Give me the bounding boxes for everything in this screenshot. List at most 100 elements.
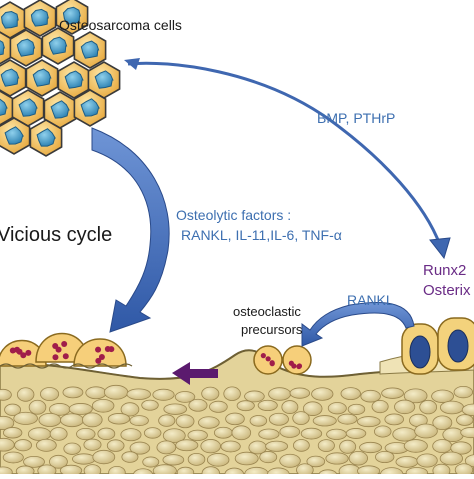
bone-pore <box>280 426 300 437</box>
bone-pore <box>104 385 128 399</box>
bone-pore <box>296 464 313 474</box>
bone-pore <box>258 400 277 410</box>
bone-pore <box>338 414 357 424</box>
bone-pore <box>107 440 124 452</box>
bone-pore <box>269 388 291 401</box>
bone-pore <box>188 430 208 440</box>
granule <box>52 354 58 360</box>
osteoclastic-precursors-label-line2: precursors <box>241 323 302 338</box>
bone-pore <box>69 403 92 414</box>
bone-pore <box>121 429 141 441</box>
bone-pore <box>153 465 176 474</box>
bone-pore <box>198 417 219 429</box>
bone-pore <box>82 413 102 427</box>
bone-pore <box>312 388 333 401</box>
bone-pore <box>93 450 115 463</box>
granule <box>297 363 302 368</box>
bone-pore <box>39 413 61 426</box>
bone-pore <box>301 428 322 439</box>
vicious-cycle-label: Vicious cycle <box>0 224 112 247</box>
bone-pore <box>290 388 310 398</box>
bone-pore <box>84 465 101 474</box>
bone-pore <box>3 452 23 463</box>
bone-pore <box>127 389 151 400</box>
bone-pore <box>176 440 198 451</box>
granule <box>270 360 275 365</box>
osteoblast-cell <box>438 318 474 370</box>
bone-pore <box>293 440 309 452</box>
bone-pore <box>209 401 227 412</box>
bone-pore <box>3 427 22 438</box>
tumor-cell <box>10 30 41 66</box>
bone-pore <box>394 400 414 414</box>
bone-pore <box>382 388 404 399</box>
bone-pore <box>259 429 279 439</box>
bone-pore <box>375 451 394 462</box>
bone-pore <box>440 401 463 414</box>
bone-pore <box>346 428 366 438</box>
bone-pore <box>188 453 205 465</box>
granule <box>52 343 58 349</box>
bone-pore <box>86 387 106 399</box>
granule <box>10 348 16 354</box>
bone-pore <box>235 452 258 465</box>
bone-pore <box>15 440 32 451</box>
bone-pore <box>163 455 184 465</box>
osteoclastic-precursor <box>254 346 282 374</box>
bone-pore <box>318 440 334 452</box>
granule <box>291 363 296 368</box>
bone-pore <box>64 443 81 454</box>
bone-pore <box>60 414 83 427</box>
bone-pore <box>232 426 251 440</box>
bone-pore <box>348 404 365 414</box>
bone-pore <box>250 416 267 427</box>
rankl-label: RANKL <box>347 292 394 308</box>
bone-pore <box>84 439 101 450</box>
granule <box>25 350 31 356</box>
bone-pore <box>357 466 379 474</box>
bone-pore <box>29 400 46 414</box>
bone-pore <box>201 439 221 452</box>
bone-pore <box>176 415 194 428</box>
osteosarcoma-cells-label: Osteosarcoma cells <box>59 17 182 33</box>
tumor-cell <box>74 32 105 68</box>
bone-pore <box>415 424 438 438</box>
granule <box>63 353 69 359</box>
granule <box>261 353 266 358</box>
bone-pore <box>349 451 367 465</box>
bone-pore <box>396 457 418 468</box>
bone-pore <box>269 413 288 425</box>
bone-pore <box>224 387 241 401</box>
bone-pore <box>245 391 265 402</box>
bone-pore <box>143 457 159 467</box>
tumor-cell <box>30 120 61 156</box>
bone-pore <box>63 387 83 398</box>
bone-pore <box>357 417 380 427</box>
bone-pore <box>374 426 391 437</box>
bmp-pthrp-label: BMP, PTHrP <box>317 110 395 126</box>
bone-pore <box>38 465 56 474</box>
bone-pore <box>72 454 95 464</box>
bone-pore <box>144 428 161 439</box>
bone-pore <box>60 465 81 474</box>
bone-pore <box>226 413 245 425</box>
bone-pore <box>221 441 240 452</box>
bone-pore <box>440 452 462 465</box>
bone-pore <box>14 412 38 424</box>
tumor-cell <box>74 90 105 126</box>
bone-pore <box>92 399 114 412</box>
bone-pore <box>189 399 207 411</box>
granule <box>95 347 101 353</box>
osteoblast-cell <box>402 324 438 374</box>
bone-pore <box>372 400 388 412</box>
bone-pore <box>433 464 450 474</box>
bone-pore <box>153 389 174 400</box>
granule <box>61 341 67 347</box>
bone-pore <box>142 400 159 410</box>
bone-pore <box>433 439 452 452</box>
bone-pore <box>159 415 175 427</box>
bone-pore <box>164 404 187 415</box>
bone-pore <box>28 428 50 441</box>
bone-pore <box>293 412 309 425</box>
